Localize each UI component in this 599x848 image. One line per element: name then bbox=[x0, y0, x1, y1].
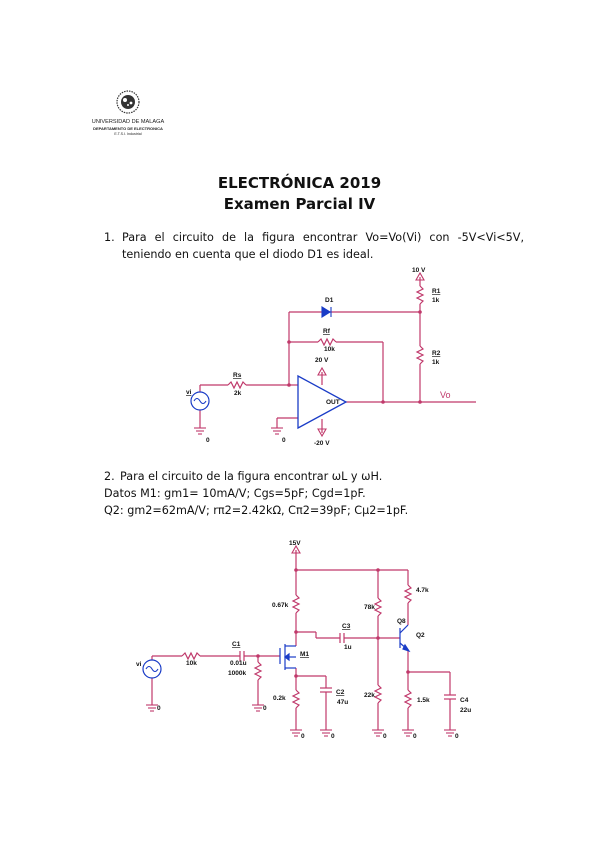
c1-gnd2-label: 0 bbox=[282, 437, 286, 444]
c1-r2-label: R2 bbox=[432, 350, 441, 357]
problem1-number: 1. bbox=[104, 231, 115, 244]
c1-supply-label: 10 V bbox=[412, 267, 426, 274]
c2-gnd-label-7: 0 bbox=[455, 733, 459, 740]
c1-gnd1-label: 0 bbox=[206, 437, 210, 444]
c2-q8-label: Q8 bbox=[397, 618, 406, 625]
c1-vi-label: vi bbox=[186, 389, 192, 396]
c2-m1-label: M1 bbox=[300, 651, 309, 658]
c2-r10k-label: 10k bbox=[186, 660, 197, 667]
circuit1-schematic: 10 V R1 1k R2 1k D1 Rf 10k Rs 2k 20 V -2… bbox=[186, 267, 476, 447]
c1-vpos-label: 20 V bbox=[315, 357, 329, 364]
c2-vi-label: vi bbox=[136, 661, 142, 668]
problem1-line1: Para el circuito de la figura encontrar … bbox=[122, 231, 524, 244]
c2-c1-label: C1 bbox=[232, 641, 241, 648]
c2-gnd-label-2: 0 bbox=[263, 705, 267, 712]
c2-c4-value: 22u bbox=[460, 707, 471, 714]
c2-r78k-label: 78k bbox=[364, 604, 375, 611]
logo-university-name: UNIVERSIDAD DE MALAGA bbox=[91, 119, 165, 125]
c2-vdd-label: 15V bbox=[289, 540, 301, 547]
logo-seal-icon bbox=[116, 90, 140, 114]
c1-r1-value: 1k bbox=[432, 297, 440, 304]
c2-r02k-label: 0.2k bbox=[273, 695, 286, 702]
problem2-number: 2. bbox=[104, 470, 115, 483]
c1-vo-label: Vo bbox=[440, 390, 451, 400]
c2-gnd-label-1: 0 bbox=[157, 705, 161, 712]
c1-r2-value: 1k bbox=[432, 359, 440, 366]
c2-r22k-label: 22k bbox=[364, 692, 375, 699]
c2-r067k-label: 0.67k bbox=[272, 602, 289, 609]
c1-rf-value: 10k bbox=[324, 346, 335, 353]
c1-rf-label: Rf bbox=[323, 328, 331, 335]
c2-q2-label: Q2 bbox=[416, 632, 425, 639]
c2-c3-value: 1u bbox=[344, 644, 352, 651]
problem2-line3: Q2: gm2=62mA/V; rπ2=2.42kΩ, Cπ2=39pF; Cμ… bbox=[104, 504, 409, 517]
problem1-line2: teniendo en cuenta que el diodo D1 es id… bbox=[122, 248, 374, 261]
c1-d1-label: D1 bbox=[325, 297, 334, 304]
c1-r1-label: R1 bbox=[432, 288, 441, 295]
logo-department: DEPARTAMENTO DE ELECTRONICA bbox=[93, 126, 163, 131]
c2-gnd-label-6: 0 bbox=[413, 733, 417, 740]
c2-gnd-label-5: 0 bbox=[383, 733, 387, 740]
problem2-line2: Datos M1: gm1= 10mA/V; Cgs=5pF; Cgd=1pF. bbox=[104, 487, 366, 500]
problem2-line1: Para el circuito de la figura encontrar … bbox=[120, 470, 383, 483]
c1-out-label: OUT bbox=[326, 399, 340, 406]
c2-c3-label: C3 bbox=[342, 623, 351, 630]
c2-r47k-label: 4.7k bbox=[416, 587, 429, 594]
university-logo: UNIVERSIDAD DE MALAGA DEPARTAMENTO DE EL… bbox=[88, 88, 168, 138]
c2-r1000k-label: 1000k bbox=[228, 670, 246, 677]
c2-gnd-label-4: 0 bbox=[331, 733, 335, 740]
circuit2-schematic: 15V 0.67k 78k 4.7k C3 1u Q8 Q2 C1 0.01u … bbox=[136, 540, 471, 740]
document-title: ELECTRÓNICA 2019 bbox=[217, 174, 382, 192]
c1-vneg-label: -20 V bbox=[314, 440, 330, 447]
c2-gnd-label-3: 0 bbox=[301, 733, 305, 740]
c2-c1-value: 0.01u bbox=[230, 660, 247, 667]
c1-rs-label: Rs bbox=[233, 372, 242, 379]
logo-school: E.T.S.I. Industrial bbox=[114, 132, 142, 136]
c1-rs-value: 2k bbox=[234, 390, 242, 397]
c2-c4-label: C4 bbox=[460, 697, 469, 704]
c2-c2-label: C2 bbox=[336, 689, 345, 696]
c2-r15k-label: 1.5k bbox=[417, 697, 430, 704]
document-subtitle: Examen Parcial IV bbox=[223, 195, 376, 213]
c2-c2-value: 47u bbox=[337, 699, 348, 706]
